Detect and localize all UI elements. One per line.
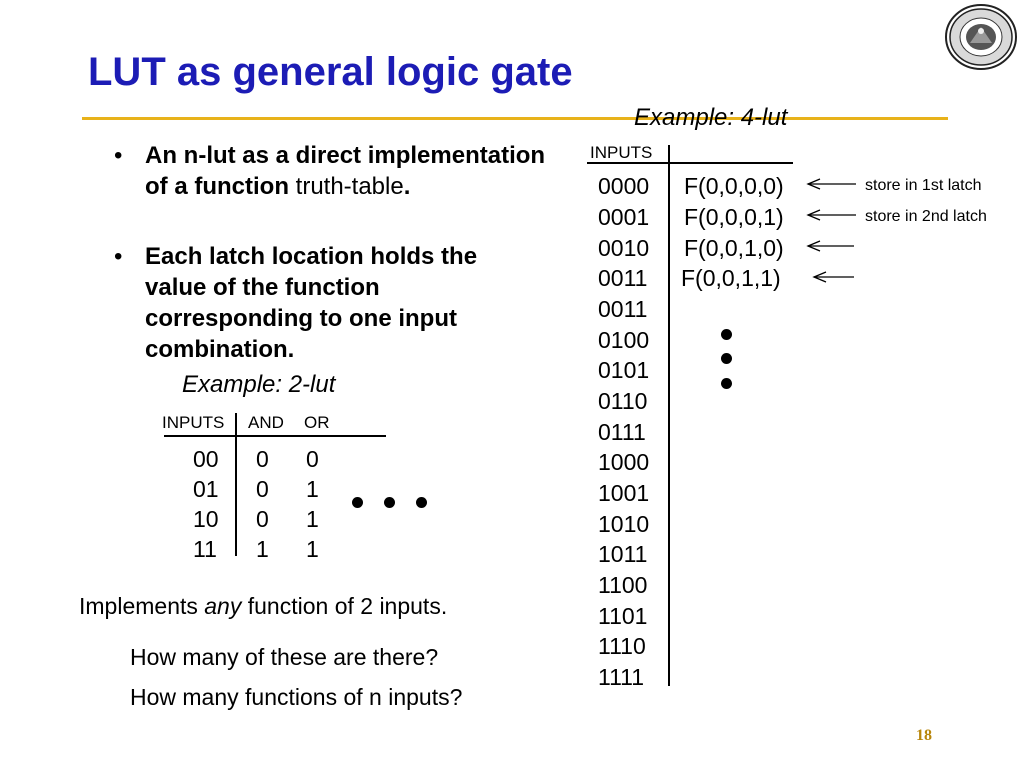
lut4-input: 1100 [598,572,648,598]
lut2-row-or: 1 [306,506,319,532]
example-2lut-label: Example: 2-lut [182,371,336,398]
lut2-row-input: 11 [193,536,217,562]
ellipsis-dot [721,378,732,389]
lut4-input: 1110 [598,633,646,659]
lut4-input: 1010 [598,511,650,537]
lut4-header-inputs: INPUTS [590,143,653,162]
note-store-1st-latch: store in 1st latch [865,177,982,194]
lut2-header-and: AND [248,413,284,432]
ellipsis-dot [384,497,395,508]
bullet-1-bold-text: An n-lut as a direct implementation of a… [145,142,546,200]
lut2-row-and: 0 [256,446,269,472]
lut2-row-and: 1 [256,536,269,562]
question-1: How many of these are there? [130,644,439,670]
lut4-output: F(0,0,1,1) [681,265,781,291]
lut4-input: 1111 [598,664,645,690]
lut4-output: F(0,0,1,0) [684,235,784,261]
bullet-marker: • [114,243,123,270]
bullet-1-plain-text: truth-table [288,173,404,200]
lut4-input: 1001 [598,480,650,506]
lut2-row-and: 0 [256,476,269,502]
bullet-marker: • [114,142,123,169]
implements-text: Implements any function of 2 inputs. [79,593,447,620]
ellipsis-dot [721,353,732,364]
lut2-header-or: OR [304,413,330,432]
implements-prefix: Implements [79,593,205,619]
arrow-left-icon [812,271,854,283]
lut2-column-divider [235,413,237,556]
lut4-column-divider [668,145,670,686]
arrows-group [806,178,856,283]
bullet-2-text: Each latch location holds the value of t… [145,243,478,363]
lut4-input: 0111 [598,419,646,445]
lut2-row-and: 0 [256,506,269,532]
ellipsis-dot [352,497,363,508]
lut2-row-input: 00 [193,446,219,472]
arrow-left-icon [806,209,856,221]
slide-title: LUT as general logic gate [88,50,573,94]
arrow-left-icon [806,240,854,252]
arrow-left-icon [806,178,856,190]
lut2-header-rule [164,435,386,437]
lut2-row-input: 10 [193,506,219,532]
lut2-row-input: 01 [193,476,219,502]
lut4-input: 0001 [598,204,650,230]
lut4-input: 1101 [598,603,648,629]
lut2-row-or: 1 [306,536,319,562]
lut4-input: 0011 [598,296,648,322]
lut4-input: 0100 [598,327,650,353]
university-seal-icon [945,4,1017,70]
bullet-1-period: . [403,173,411,200]
lut2-header-inputs: INPUTS [162,413,225,432]
lut4-input: 1011 [598,541,648,567]
page-number: 18 [916,727,932,744]
example-4lut-label: Example: 4-lut [634,104,788,131]
lut2-row-or: 0 [306,446,319,472]
lut4-output: F(0,0,0,0) [684,173,784,199]
note-store-2nd-latch: store in 2nd latch [865,208,987,225]
lut4-input: 0011 [598,265,648,291]
title-underline [82,117,948,120]
lut4-input: 0101 [598,357,650,383]
lut4-input: 0000 [598,173,650,199]
lut4-input: 0010 [598,235,650,261]
lut2-row-or: 1 [306,476,319,502]
lut4-input: 1000 [598,449,650,475]
ellipsis-dot [721,329,732,340]
ellipsis-dot [416,497,427,508]
implements-suffix: function of 2 inputs. [241,593,448,619]
lut4-output: F(0,0,0,1) [684,204,784,230]
lut4-input: 0110 [598,388,648,414]
implements-emphasis: any [204,593,242,619]
question-2: How many functions of n inputs? [130,684,463,710]
lut4-header-rule [587,162,793,164]
